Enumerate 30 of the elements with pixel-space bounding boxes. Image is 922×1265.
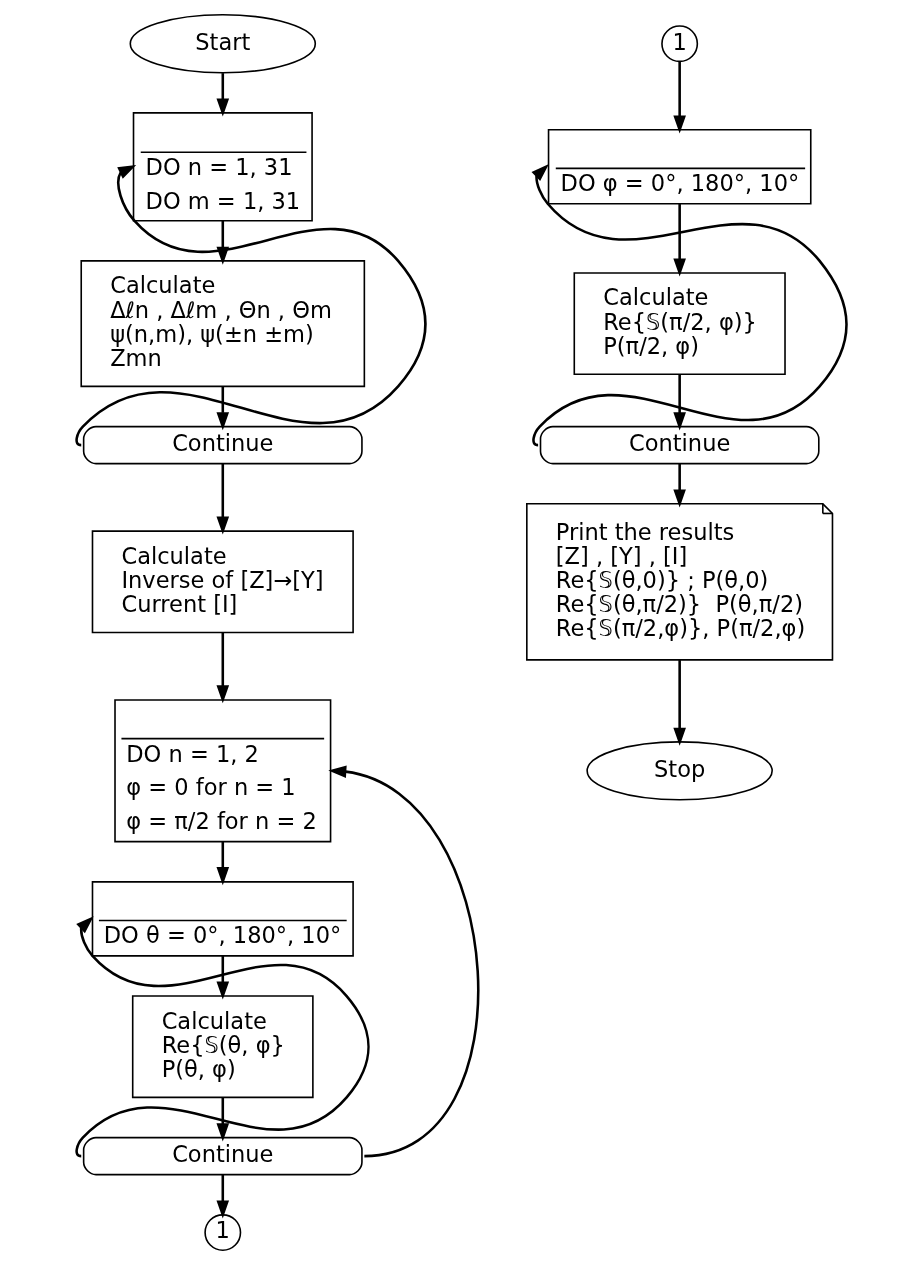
arrow xyxy=(672,660,686,746)
arrow xyxy=(215,1174,229,1219)
node-ellipse: Stop xyxy=(585,741,773,801)
node-circle: 1 xyxy=(660,25,698,63)
node-box: DO φ = 0°, 180°, 10° xyxy=(547,129,812,205)
arrow xyxy=(672,61,686,134)
node-box: DO θ = 0°, 180°, 10° xyxy=(91,881,354,957)
arrow xyxy=(327,765,479,1158)
node-ellipse: Start xyxy=(129,13,316,74)
node-box: Calculate Inverse of [Z]→[Y] Current [I] xyxy=(91,530,354,634)
arrow xyxy=(215,73,229,117)
node-circle: 1 xyxy=(203,1214,241,1252)
arrow xyxy=(215,632,229,704)
node-box: DO n = 1, 2 φ = 0 for n = 1 φ = π/2 for n = 2 xyxy=(113,699,331,843)
arrow xyxy=(215,955,229,1000)
node-box: Continue xyxy=(539,425,820,465)
node-box: DO n = 1, 31 DO m = 1, 31 xyxy=(132,112,313,222)
arrow xyxy=(672,204,686,277)
arrow xyxy=(74,916,370,1157)
arrow xyxy=(215,386,229,431)
node-box: Calculate Δℓn , Δℓm , Θn , Θm ψ(n,m), ψ(±n ±m) Zmn xyxy=(79,260,365,388)
arrow xyxy=(215,463,229,535)
arrow xyxy=(672,463,686,508)
node-box: Calculate Re{𝕊(π/2, φ)} P(π/2, φ) xyxy=(572,272,786,376)
node-box: Continue xyxy=(82,425,363,465)
arrow xyxy=(672,374,686,431)
arrow xyxy=(215,841,229,886)
node-box: Continue xyxy=(82,1136,363,1176)
node-box: Calculate Re{𝕊(θ, φ} P(θ, φ) xyxy=(131,995,314,1099)
arrow xyxy=(215,1097,229,1142)
